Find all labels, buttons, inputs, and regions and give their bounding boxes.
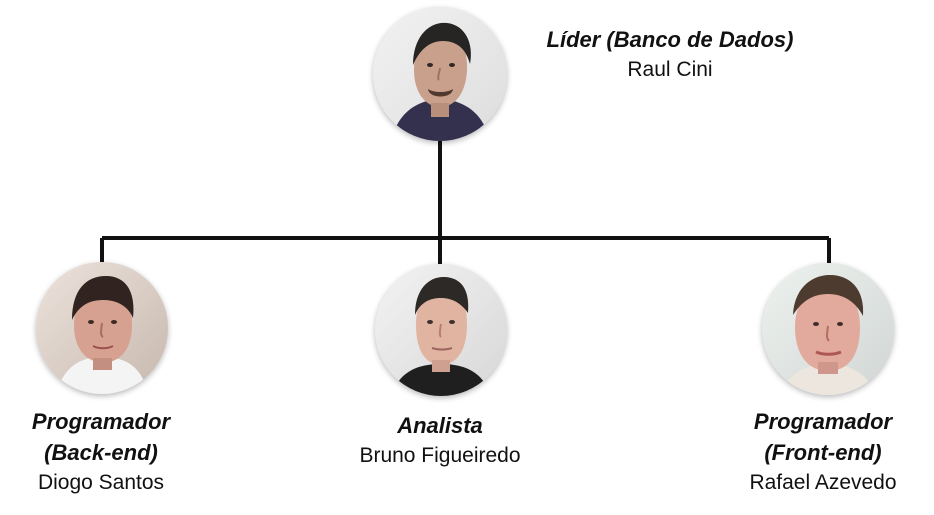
member-avatar-back-end: [36, 262, 168, 394]
member-label-front-end: Programador (Front-end) Rafael Azevedo: [717, 406, 929, 498]
member-name-analyst: Bruno Figueiredo: [359, 444, 521, 467]
member-avatar-front-end: [762, 263, 894, 395]
member-label-back-end: Programador (Back-end) Diogo Santos: [1, 406, 201, 498]
member-role-back-end: Programador: [31, 409, 171, 434]
member-name-back-end: Diogo Santos: [37, 471, 165, 494]
member-subrole-back-end: (Back-end): [44, 440, 158, 465]
leader-name: Raul Cini: [627, 58, 713, 81]
person-portrait-icon: [375, 264, 507, 396]
person-portrait-icon: [373, 7, 507, 141]
leader-label: Líder (Banco de Dados) Raul Cini: [514, 24, 826, 85]
member-name-front-end: Rafael Azevedo: [749, 471, 897, 494]
member-avatar-analyst: [375, 264, 507, 396]
person-portrait-icon: [762, 263, 894, 395]
leader-avatar: [373, 7, 507, 141]
member-role-analyst: Analista: [397, 413, 483, 438]
person-portrait-icon: [36, 262, 168, 394]
leader-role: Líder (Banco de Dados): [546, 27, 794, 52]
member-subrole-front-end: (Front-end): [764, 440, 882, 465]
member-role-front-end: Programador: [753, 409, 893, 434]
member-label-analyst: Analista Bruno Figueiredo: [308, 410, 572, 471]
